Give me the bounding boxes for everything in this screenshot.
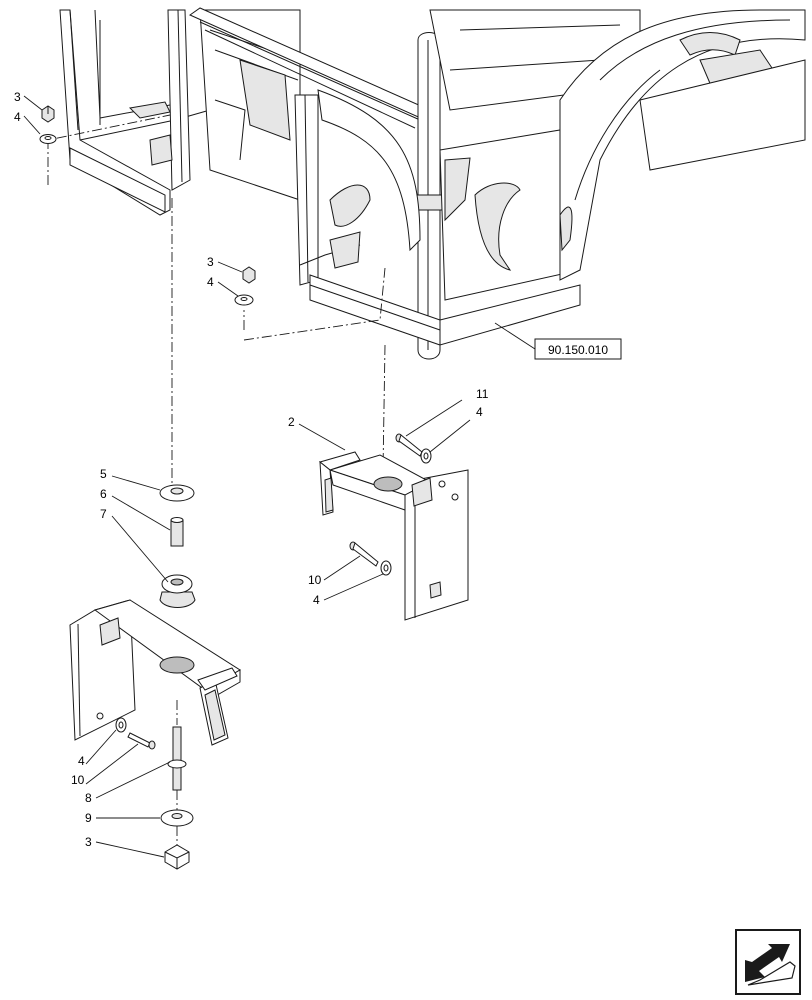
washer-mid [234,294,254,306]
rubber-mount-7 [159,574,196,608]
washer-4-lower-right [380,560,392,576]
callout-6: 6 [100,487,107,501]
callout-3: 3 [207,255,214,269]
callout-4: 4 [78,754,85,768]
callout-4: 4 [14,110,21,124]
hex-nut-bottom [164,844,190,870]
callout-4: 4 [476,405,483,419]
callout-4: 4 [313,593,320,607]
callout-10: 10 [308,573,322,587]
callout-5: 5 [100,467,107,481]
cab-frame [59,7,806,360]
mid-hardware: 3 4 [207,255,386,341]
bottom-stack: 8 9 3 [85,700,194,870]
reference-box[interactable]: 90.150.010 [494,322,622,360]
bolt-and-washer-lower-right: 10 4 [308,541,392,607]
callout-11: 11 [476,387,489,401]
washer-4-upper [420,448,432,464]
left-stack: 5 6 7 [100,467,196,608]
callout-10: 10 [71,773,85,787]
bolt-10-right [349,541,379,567]
leader-2 [298,423,346,451]
hex-nut-top-left [41,105,55,123]
previous-page-arrow-icon[interactable] [735,929,801,995]
callout-3: 3 [14,90,21,104]
callout-9: 9 [85,811,92,825]
hex-nut-mid [242,266,256,284]
bolt-10-left [127,732,156,750]
bracket-left [69,599,241,746]
bolt-11 [395,433,423,457]
washer-9 [160,809,194,827]
callout-2: 2 [288,415,295,429]
top-left-hardware: 3 4 [14,90,171,185]
callout-4: 4 [207,275,214,289]
sleeve-6 [170,517,184,547]
bracket-right [318,451,469,621]
callout-8: 8 [85,791,92,805]
washer-5 [159,484,195,502]
callout-7: 7 [100,507,107,521]
washer-top-left [39,134,57,144]
washer-4-left [115,717,127,733]
bolt-8 [167,726,187,791]
bolt-and-washer-upper-right: 11 4 [395,387,489,464]
centerline-right [382,344,386,471]
bolt-and-washer-left: 4 10 [71,717,156,787]
reference-box-label: 90.150.010 [548,343,608,357]
callout-3: 3 [85,835,92,849]
